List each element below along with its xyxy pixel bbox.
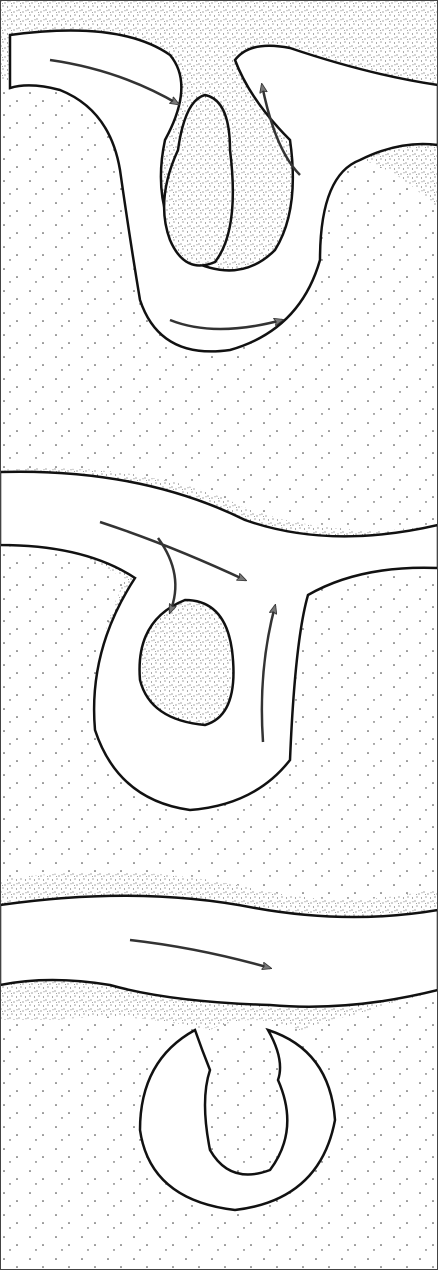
meander-cutoff-diagram [0,0,438,1270]
